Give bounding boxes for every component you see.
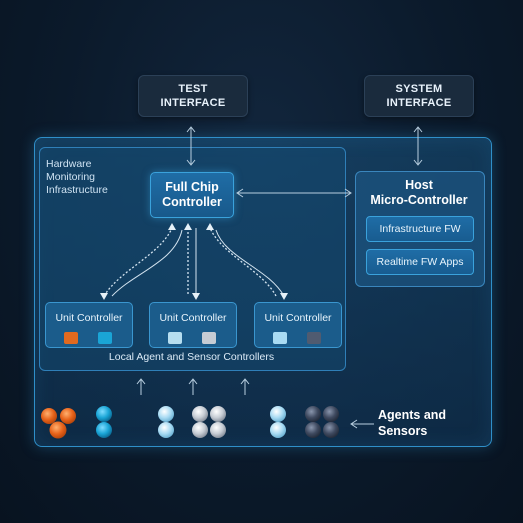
agent-cluster-grey bbox=[192, 406, 226, 438]
arrowhead-down-icon bbox=[100, 293, 108, 300]
interface-arrows bbox=[186, 126, 423, 198]
agent-indicator-pale-blue bbox=[273, 332, 287, 344]
agent-cluster-orange bbox=[41, 408, 76, 439]
agent-sphere bbox=[158, 422, 174, 438]
agents-label-line1: Agents and bbox=[378, 408, 447, 422]
arrowhead-down-icon bbox=[413, 159, 423, 166]
agents-label-line2: Sensors bbox=[378, 424, 428, 438]
system-interface-line1: SYSTEM bbox=[395, 83, 443, 95]
agent-cluster-light-blue bbox=[158, 406, 174, 438]
arrowhead-up-icon bbox=[413, 126, 423, 133]
arrowhead-left-icon bbox=[350, 419, 358, 429]
agent-sphere bbox=[96, 406, 112, 422]
agent-sphere bbox=[192, 406, 208, 422]
unit-controller-3: Unit Controller bbox=[254, 302, 342, 348]
unit3-up-connector bbox=[209, 227, 277, 297]
agent-sphere bbox=[305, 422, 321, 438]
test-interface-box: TEST INTERFACE bbox=[138, 75, 248, 117]
hardware-monitoring-label: Hardware Monitoring Infrastructure bbox=[46, 158, 108, 197]
unit-controller-label: Unit Controller bbox=[159, 312, 227, 324]
arrowhead-up-icon bbox=[186, 126, 196, 133]
system-interface-box: SYSTEM INTERFACE bbox=[364, 75, 474, 117]
test-interface-line2: INTERFACE bbox=[160, 97, 226, 109]
agent-sphere bbox=[41, 408, 57, 424]
agent-up-arrows bbox=[136, 378, 374, 429]
full-chip-controller-box: Full Chip Controller bbox=[150, 172, 234, 218]
unit-controller-1: Unit Controller bbox=[45, 302, 133, 348]
realtime-fw-box: Realtime FW Apps bbox=[366, 249, 474, 275]
hw-label-line2: Monitoring bbox=[46, 171, 96, 183]
agent-sphere bbox=[323, 422, 339, 438]
infrastructure-fw-box: Infrastructure FW bbox=[366, 216, 474, 242]
arrowhead-left-icon bbox=[236, 188, 244, 198]
arrowhead-up-icon bbox=[240, 378, 250, 385]
agent-sphere bbox=[270, 406, 286, 422]
unit-controller-label: Unit Controller bbox=[55, 312, 123, 324]
agent-sphere bbox=[323, 406, 339, 422]
agent-sphere bbox=[210, 406, 226, 422]
agent-indicator-grey bbox=[202, 332, 216, 344]
unit-controller-label: Unit Controller bbox=[264, 312, 332, 324]
agent-sphere bbox=[96, 422, 112, 438]
fcc-line2: Controller bbox=[162, 195, 222, 209]
agent-sphere bbox=[305, 406, 321, 422]
agent-sphere bbox=[60, 408, 76, 424]
agent-indicator-orange bbox=[64, 332, 78, 344]
unit1-down-connector bbox=[111, 229, 183, 297]
agent-sphere bbox=[49, 421, 67, 439]
agents-and-sensors-label: Agents and Sensors bbox=[378, 407, 446, 439]
host-title-line2: Micro-Controller bbox=[370, 193, 468, 207]
fcc-line1: Full Chip bbox=[165, 180, 219, 194]
arrowhead-down-icon bbox=[280, 293, 288, 300]
unit-fcc-connectors bbox=[103, 227, 285, 297]
hw-label-line3: Infrastructure bbox=[46, 184, 108, 196]
agent-cluster-blue bbox=[96, 406, 112, 438]
hw-label-line1: Hardware bbox=[46, 158, 92, 170]
arrowhead-up-icon bbox=[168, 223, 176, 230]
arrowhead-right-icon bbox=[344, 188, 352, 198]
arrowhead-down-icon bbox=[186, 159, 196, 166]
agent-sphere bbox=[158, 406, 174, 422]
agent-sphere bbox=[270, 422, 286, 438]
agent-indicator-light-blue bbox=[168, 332, 182, 344]
agent-cluster-dark bbox=[305, 406, 339, 438]
agent-indicator-blue bbox=[98, 332, 112, 344]
agent-indicator-dark bbox=[307, 332, 321, 344]
system-interface-line2: INTERFACE bbox=[386, 97, 452, 109]
arrowhead-up-icon bbox=[136, 378, 146, 385]
host-title-line1: Host bbox=[405, 178, 433, 192]
agent-sphere bbox=[192, 422, 208, 438]
host-title: Host Micro-Controller bbox=[355, 178, 483, 208]
arrowhead-up-icon bbox=[184, 223, 192, 230]
unit-fcc-arrowheads bbox=[100, 223, 288, 300]
arrowhead-up-icon bbox=[206, 223, 214, 230]
local-agents-label: Local Agent and Sensor Controllers bbox=[108, 351, 275, 363]
agent-cluster-pale-blue bbox=[270, 406, 286, 438]
arrowhead-up-icon bbox=[188, 378, 198, 385]
agent-sphere bbox=[210, 422, 226, 438]
test-interface-line1: TEST bbox=[178, 83, 208, 95]
arrowhead-down-icon bbox=[192, 293, 200, 300]
unit3-down-connector bbox=[215, 229, 285, 297]
unit-controller-2: Unit Controller bbox=[149, 302, 237, 348]
unit1-up-connector bbox=[103, 227, 173, 297]
